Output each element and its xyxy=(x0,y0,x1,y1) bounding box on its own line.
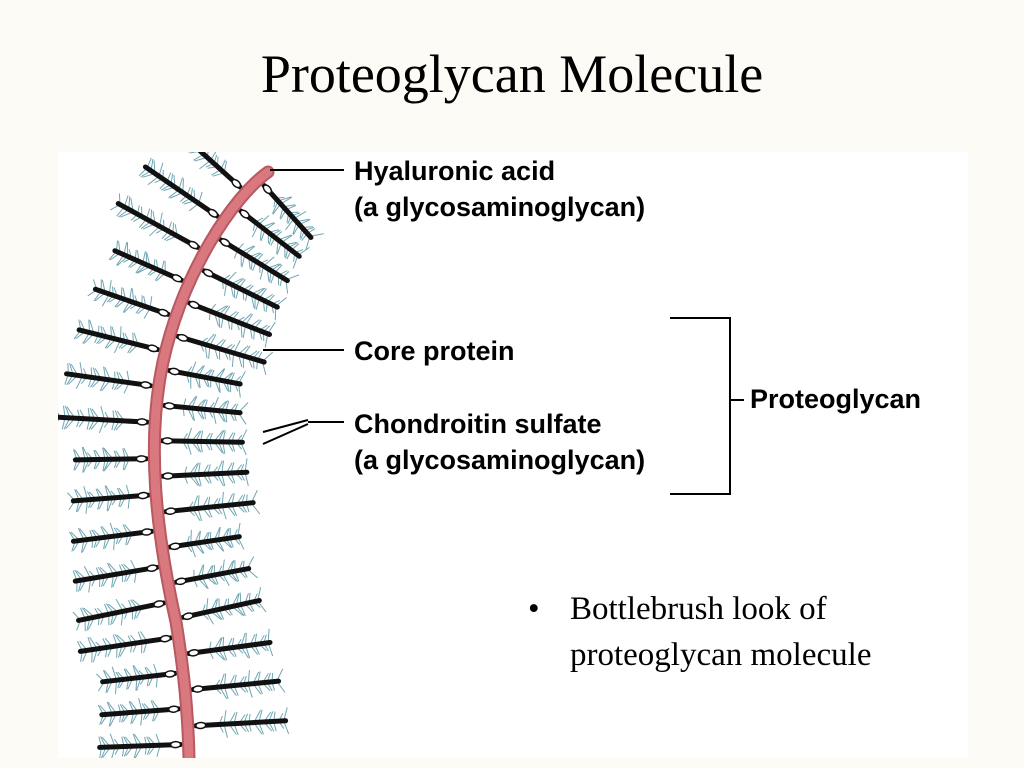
core-protein xyxy=(77,635,173,654)
link-protein xyxy=(140,381,152,389)
core-protein xyxy=(97,741,184,750)
link-protein xyxy=(167,705,180,713)
link-protein xyxy=(137,491,149,500)
core-protein xyxy=(167,534,242,550)
core-protein xyxy=(193,718,289,729)
core-protein xyxy=(76,327,161,353)
link-protein xyxy=(171,274,183,283)
core-protein xyxy=(163,500,256,515)
link-protein xyxy=(146,564,158,572)
core-protein xyxy=(160,469,250,479)
core-protein xyxy=(218,237,290,284)
link-protein xyxy=(231,178,242,189)
chondroitin-sulfate-sublabel: (a glycosaminoglycan) xyxy=(354,445,646,475)
link-protein xyxy=(147,344,159,353)
chondroitin-sulfate-chain xyxy=(189,152,199,154)
core-protein xyxy=(112,248,185,283)
hyaluronic-acid-label: Hyaluronic acid xyxy=(354,156,556,186)
link-protein xyxy=(169,740,182,749)
core-protein xyxy=(72,564,160,584)
link-protein xyxy=(192,685,204,693)
link-protein xyxy=(153,600,165,608)
link-protein xyxy=(182,612,194,621)
core-protein xyxy=(72,456,149,463)
link-protein xyxy=(164,507,177,515)
core-protein xyxy=(58,414,150,425)
core-protein xyxy=(238,208,302,259)
hyaluronic-acid-sublabel: (a glycosaminoglycan) xyxy=(354,192,646,222)
link-protein xyxy=(163,402,176,410)
core-protein xyxy=(100,670,178,685)
core-protein xyxy=(186,640,273,656)
link-protein xyxy=(202,268,214,278)
core-protein xyxy=(92,286,171,317)
link-protein xyxy=(195,721,207,730)
link-protein xyxy=(141,528,153,536)
link-protein xyxy=(135,455,148,463)
core-protein xyxy=(159,438,245,445)
core-protein xyxy=(70,528,155,544)
core-protein xyxy=(76,600,167,623)
hyaluronic-acid-strand xyxy=(149,167,273,758)
figure-panel: Hyaluronic acid (a glycosaminoglycan) Co… xyxy=(58,152,968,758)
link-protein xyxy=(162,472,174,480)
link-protein xyxy=(168,367,181,376)
core-protein-label: Core protein xyxy=(354,336,515,366)
link-protein xyxy=(177,333,189,342)
chondroitin-leader-b xyxy=(262,423,309,445)
core-protein xyxy=(64,371,154,389)
link-protein xyxy=(136,418,148,426)
link-protein xyxy=(262,184,273,195)
core-protein xyxy=(166,368,243,387)
core-protein xyxy=(201,268,280,310)
link-protein xyxy=(207,208,219,218)
core-protein xyxy=(173,566,252,585)
core-protein xyxy=(99,706,182,718)
bullet-text: Bottlebrush look of proteoglycan molecul… xyxy=(570,591,872,673)
core-proteins xyxy=(58,152,314,750)
link-protein xyxy=(239,209,250,219)
core-protein xyxy=(161,402,243,416)
proteoglycan-diagram xyxy=(58,152,744,758)
link-protein xyxy=(169,542,181,551)
proteoglycan-label: Proteoglycan xyxy=(750,384,922,414)
chondroitin-sulfate-label: Chondroitin sulfate xyxy=(354,409,602,439)
chondroitin-leader-a xyxy=(262,419,309,433)
link-protein xyxy=(157,308,170,317)
core-protein xyxy=(190,678,282,693)
link-protein xyxy=(164,670,176,678)
link-protein xyxy=(175,577,187,586)
core-protein xyxy=(175,333,267,365)
core-protein xyxy=(261,182,314,240)
core-protein xyxy=(186,300,273,337)
core-protein xyxy=(197,152,243,190)
slide-title: Proteoglycan Molecule xyxy=(260,44,764,104)
proteoglycan-bracket xyxy=(670,317,731,495)
bullet-marker: • xyxy=(528,591,540,627)
core-protein xyxy=(180,598,262,620)
link-protein xyxy=(187,649,200,657)
link-protein xyxy=(161,437,174,445)
core-protein xyxy=(115,201,201,250)
core-protein xyxy=(70,492,151,504)
link-protein xyxy=(159,634,172,643)
core-protein xyxy=(142,164,220,219)
link-protein xyxy=(219,238,231,247)
link-protein xyxy=(188,240,199,250)
link-protein xyxy=(188,300,200,309)
